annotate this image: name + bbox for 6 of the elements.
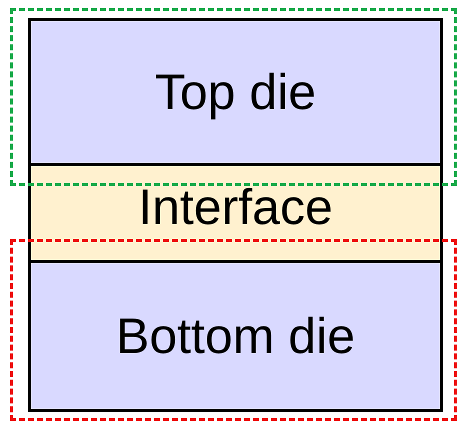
layer-box xyxy=(28,163,443,263)
layer-label: Interface xyxy=(138,182,333,232)
layer-box xyxy=(28,18,443,166)
layer-label: Top die xyxy=(154,67,316,117)
layer-box xyxy=(28,260,443,412)
layer-label: Bottom die xyxy=(116,311,355,361)
